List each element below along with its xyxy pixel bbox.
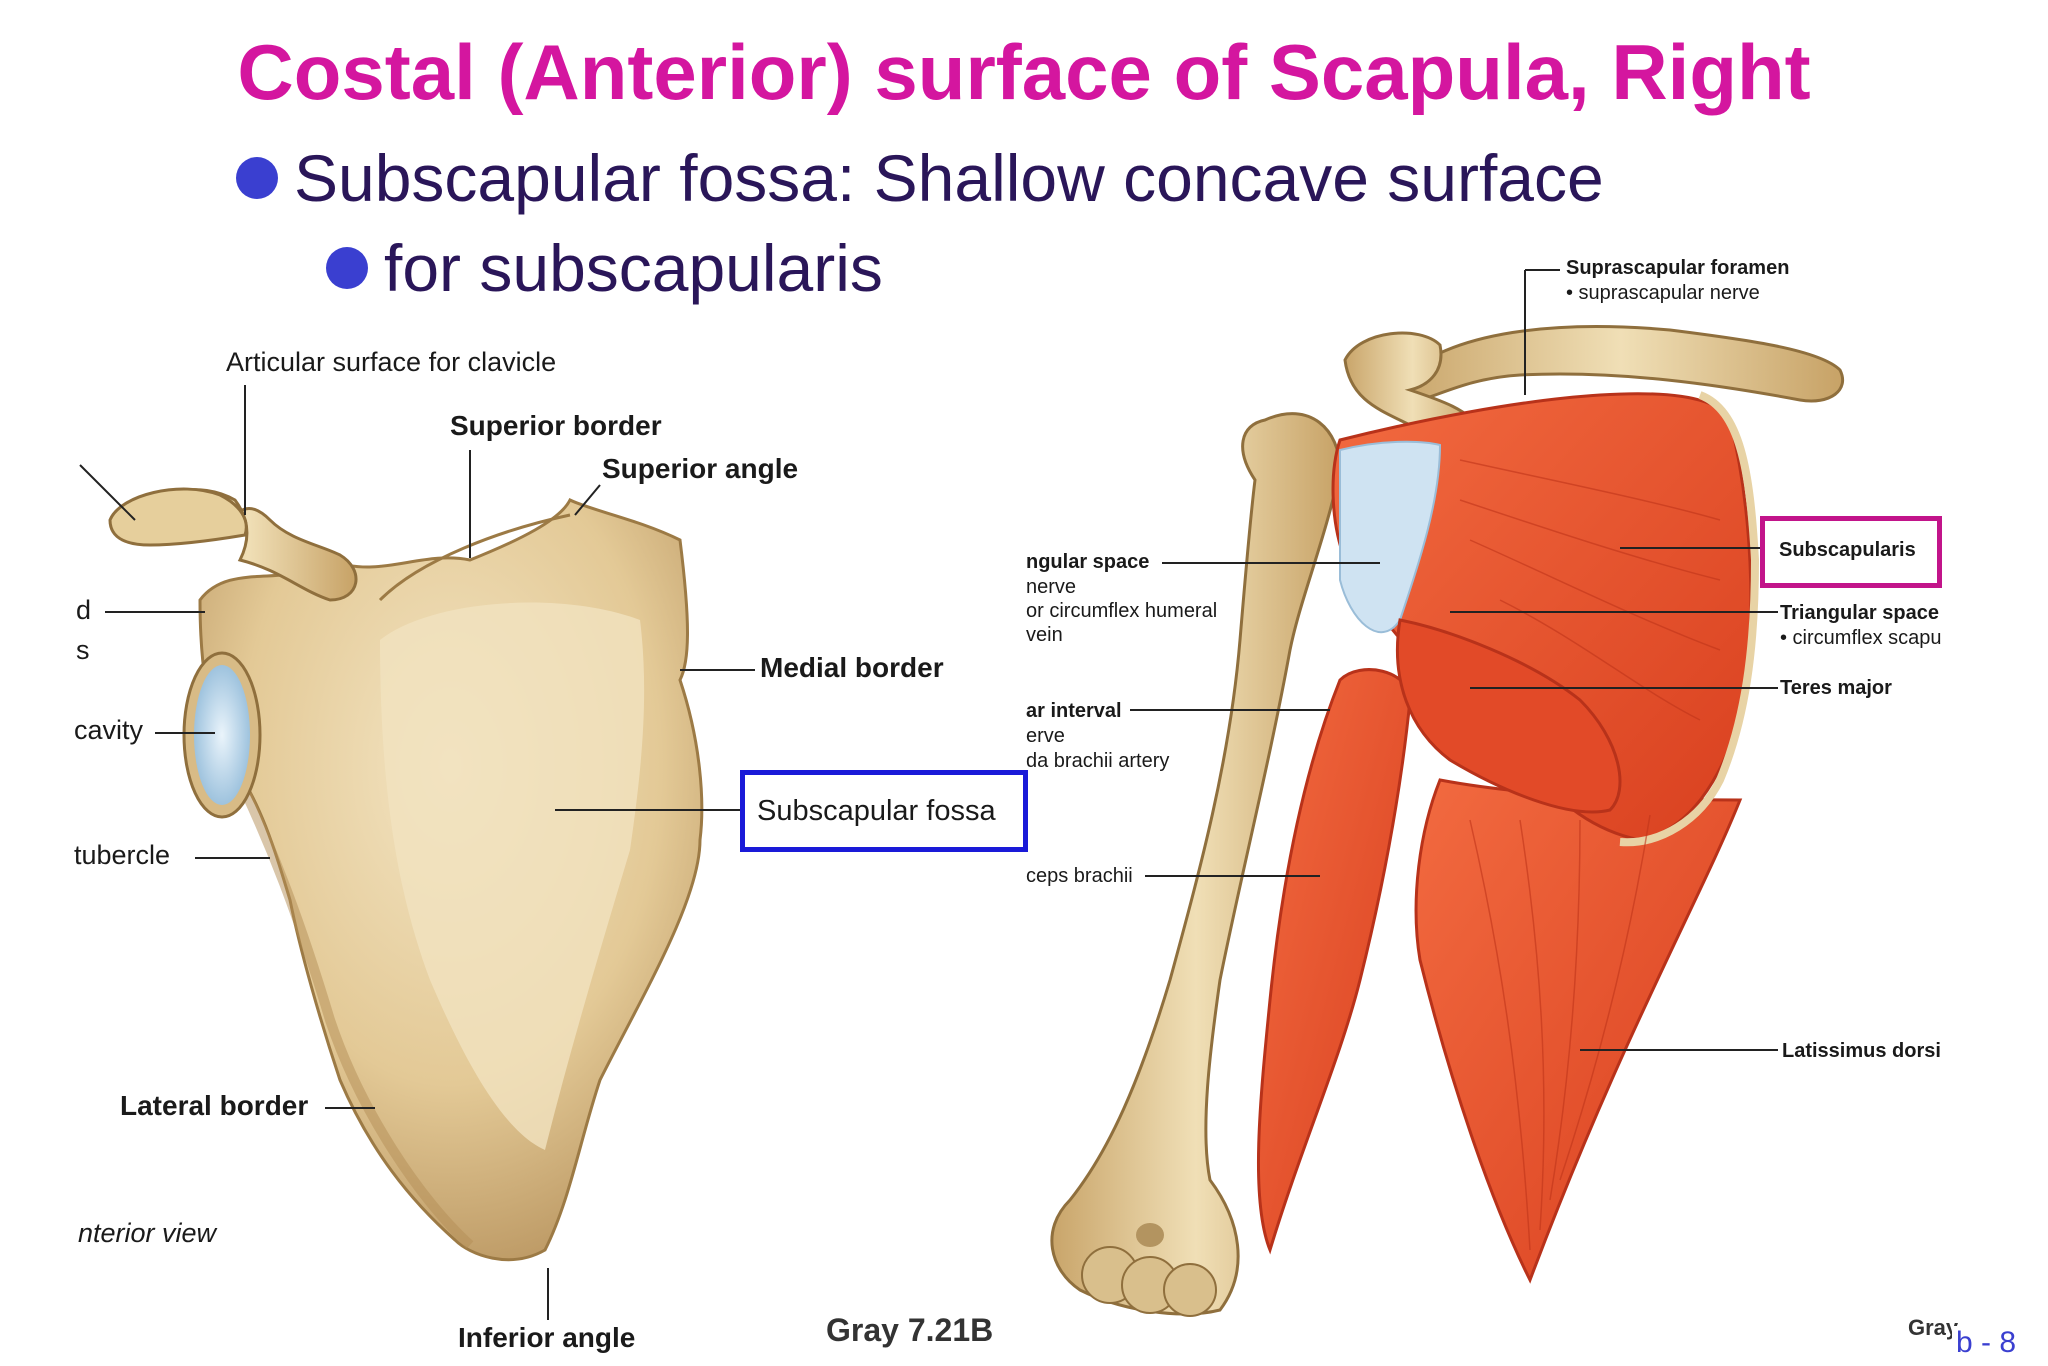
bullet-item-1: Subscapular fossa: Shallow concave surfa… [236,138,1604,218]
label-suprascapular-nerve: • suprascapular nerve [1566,282,1760,304]
label-teres-major: Teres major [1780,677,1892,699]
label-tubercle: tubercle [74,840,171,870]
bullet-item-2: for subscapularis [326,228,883,308]
label-subscapular-fossa: Subscapular fossa [757,795,996,827]
label-superior-angle: Superior angle [602,453,799,484]
label-triangular-interval: ar interval [1026,700,1122,722]
slide-title: Costal (Anterior) surface of Scapula, Ri… [237,28,1811,116]
label-superior-border: Superior border [450,410,662,441]
page-number: b - 8 [1952,1326,2017,1360]
label-triceps: ceps brachii [1026,865,1133,887]
callout-subscapularis: Subscapularis [1760,516,1942,588]
label-suprascapular-foramen: Suprascapular foramen [1566,257,1790,279]
label-latissimus-dorsi: Latissimus dorsi [1782,1040,1941,1062]
label-quad-nerve: nerve [1026,576,1077,598]
credit-right: Gray [1908,1315,1959,1340]
label-tri-nerve: erve [1026,725,1065,747]
label-inferior-angle: Inferior angle [458,1322,636,1353]
label-medial-border: Medial border [760,652,944,683]
label-view: nterior view [78,1218,217,1248]
label-subscapularis: Subscapularis [1779,539,1916,561]
label-cut-d: d [76,595,92,625]
label-cut-s: s [76,635,90,665]
callout-subscapular-fossa: Subscapular fossa [740,770,1028,852]
bullet-dot-icon [236,156,278,199]
bullet-text-2: for subscapularis [384,231,883,305]
label-quad-vein: vein [1026,624,1063,646]
label-quadrangular-space: ngular space [1026,551,1150,573]
bullet-dot-icon [326,246,368,289]
label-circumflex-scapular: • circumflex scapu [1780,627,1942,649]
label-triangular-space: Triangular space [1780,602,1939,624]
label-glenoid-cavity: cavity [74,715,144,745]
label-articular-surface: Articular surface for clavicle [226,347,557,377]
bullet-text-1: Subscapular fossa: Shallow concave surfa… [294,141,1604,215]
label-lateral-border: Lateral border [120,1090,309,1121]
credit-left: Gray 7.21B [826,1312,994,1348]
label-tri-artery: da brachii artery [1026,750,1170,772]
label-quad-circumflex: or circumflex humeral [1026,600,1218,622]
